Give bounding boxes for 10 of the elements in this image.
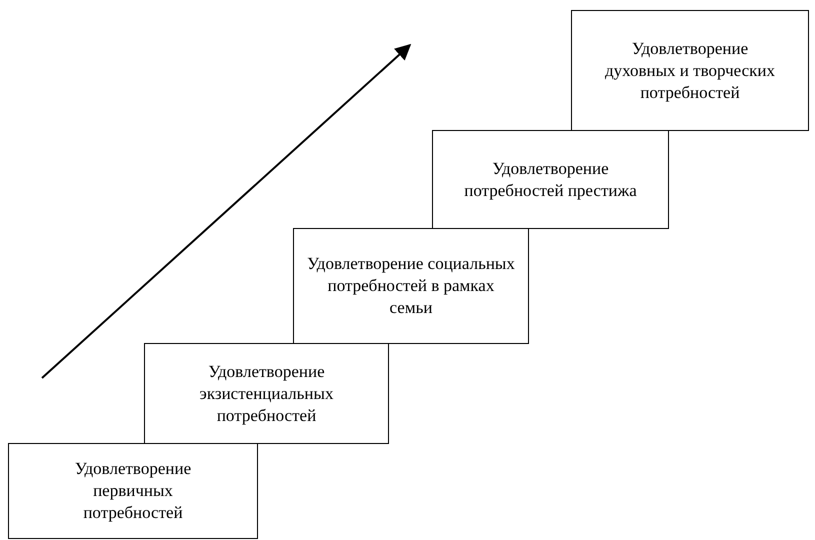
step-box <box>8 443 258 539</box>
step-box <box>144 343 389 444</box>
step-box <box>293 228 529 344</box>
step-label: Удовлетворение потребностей престижа <box>463 158 638 202</box>
step-label: Удовлетворение экзистенциальных потребностей <box>198 360 334 426</box>
step-label: Удовлетворение социальных потребностей в рамках семьи <box>306 253 516 319</box>
step-box <box>571 10 809 131</box>
step-box <box>432 130 669 229</box>
step-label: Удовлетворение первичных потребностей <box>74 458 192 524</box>
step-label: Удовлетворение духовных и творческих потребностей <box>604 38 776 104</box>
